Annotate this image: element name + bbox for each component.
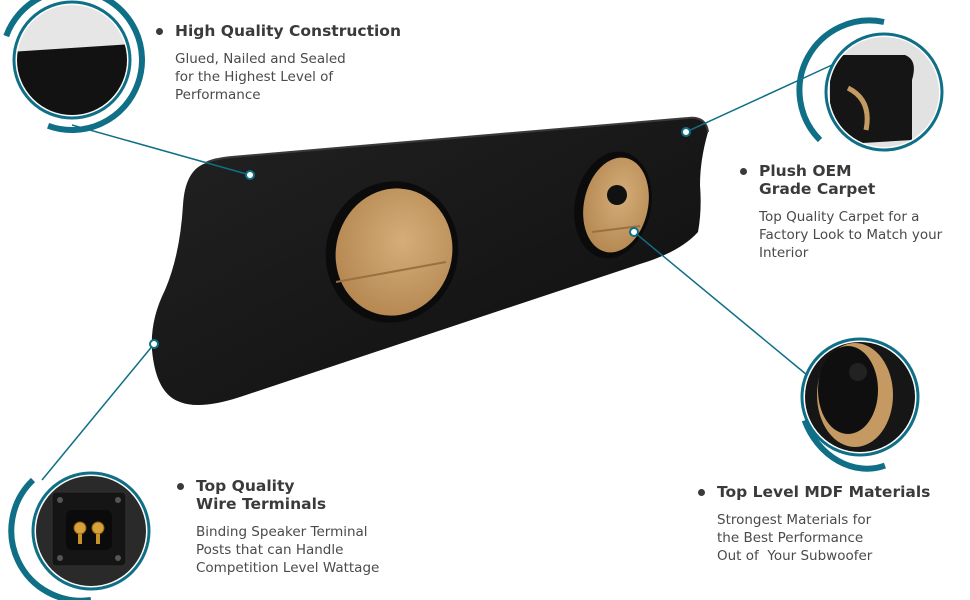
callout-lines [41, 64, 833, 481]
feature-description: Glued, Nailed and Sealed for the Highest… [175, 51, 346, 103]
callout-dots [149, 127, 691, 349]
subwoofer-enclosure [151, 116, 709, 406]
feature-title: High Quality Construction [156, 22, 401, 40]
feature-description: Strongest Materials for the Best Perform… [717, 512, 873, 564]
feature-title: Top Quality Wire Terminals [177, 477, 379, 513]
feature-description: Top Quality Carpet for a Factory Look to… [759, 209, 943, 261]
zoom-terminal-detail [8, 471, 151, 600]
feature-terminals: Top Quality Wire Terminals Binding Speak… [177, 477, 379, 577]
feature-description: Binding Speaker Terminal Posts that can … [196, 524, 380, 576]
feature-mdf: Top Level MDF Materials Strongest Materi… [698, 483, 930, 565]
zoom-mdf-detail [800, 337, 920, 472]
zoom-construction-detail [3, 0, 145, 133]
zoom-carpet-detail [796, 17, 944, 152]
feature-title: Top Level MDF Materials [698, 483, 930, 501]
feature-title: Plush OEM Grade Carpet [740, 162, 942, 198]
feature-carpet: Plush OEM Grade Carpet Top Quality Carpe… [740, 162, 942, 262]
large-speaker-cutout [325, 181, 459, 323]
feature-construction: High Quality Construction Glued, Nailed … [156, 22, 401, 104]
